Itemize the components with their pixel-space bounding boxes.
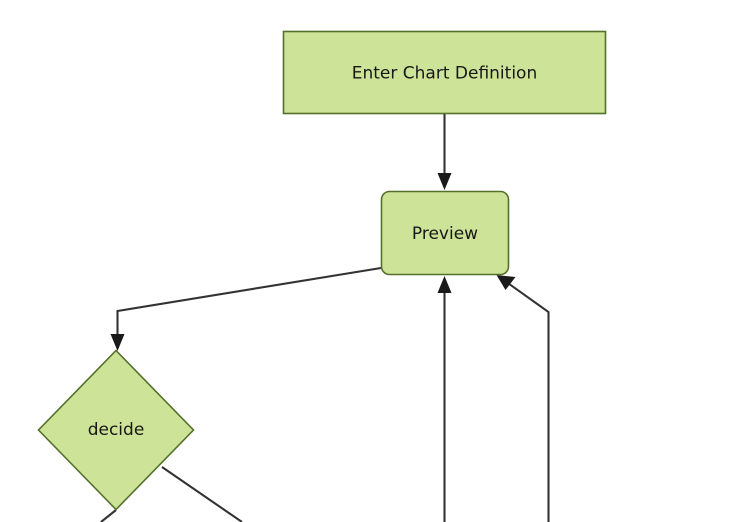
node-preview[interactable]: Preview bbox=[380, 190, 510, 276]
node-shape-rectangle[interactable] bbox=[282, 30, 607, 115]
arrowhead-down-icon bbox=[110, 334, 125, 351]
edge-line-bottom-right-to-preview bbox=[504, 280, 550, 522]
edge-line-decide-right-out bbox=[161, 466, 243, 522]
arrowhead-up-left-icon bbox=[496, 275, 516, 290]
node-enter-chart-definition[interactable]: Enter Chart Definition bbox=[282, 30, 607, 115]
edge-line-decide-bottom-out bbox=[100, 509, 117, 522]
edge-decide-right-out bbox=[161, 466, 243, 522]
node-decide[interactable]: decide bbox=[37, 349, 195, 511]
node-shape-diamond[interactable] bbox=[37, 349, 195, 511]
edge-bottom-center-to-preview bbox=[437, 276, 452, 522]
edge-bottom-right-to-preview bbox=[496, 275, 550, 522]
edge-enter-to-preview bbox=[437, 114, 452, 190]
edge-decide-bottom-out bbox=[100, 509, 117, 522]
arrowhead-down-icon bbox=[437, 173, 452, 190]
edge-preview-to-decide bbox=[110, 266, 382, 351]
arrowhead-up-icon bbox=[437, 276, 452, 293]
node-shape-rounded-rectangle[interactable] bbox=[380, 190, 510, 276]
edge-line-preview-to-decide bbox=[116, 266, 382, 340]
